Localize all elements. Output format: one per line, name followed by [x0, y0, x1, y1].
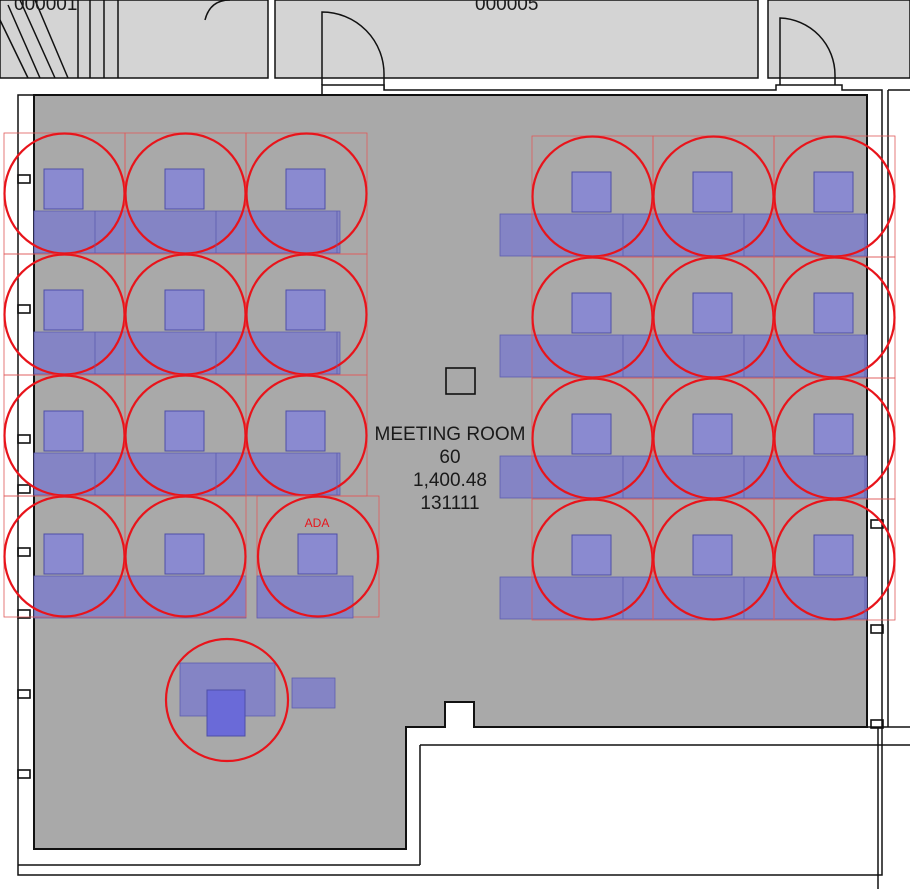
chair	[813, 413, 854, 455]
room-number: 131111	[420, 493, 479, 514]
door-swing-icon	[779, 17, 836, 85]
chair	[43, 289, 84, 331]
chair	[164, 410, 205, 452]
chair	[813, 171, 854, 213]
desk-row	[33, 331, 341, 375]
desk-row	[33, 452, 341, 496]
chair	[571, 534, 612, 576]
adjacent-room-right	[274, 0, 759, 79]
chair	[692, 171, 733, 213]
chair	[43, 533, 84, 575]
corridor-walls	[18, 89, 910, 889]
desk-row	[33, 210, 341, 254]
chair	[813, 292, 854, 334]
clearance-circle	[124, 495, 247, 618]
chair	[285, 168, 326, 210]
chair	[692, 413, 733, 455]
clearance-circle	[773, 498, 896, 621]
chair	[692, 534, 733, 576]
clearance-circle	[164, 637, 290, 763]
ada-label: ADA	[305, 516, 330, 530]
room-capacity: 60	[439, 447, 460, 468]
room-label: MEETING ROOM 60 1,400.48 131111	[375, 424, 526, 514]
door-swing-icon	[204, 0, 231, 21]
chair	[285, 410, 326, 452]
chair	[571, 292, 612, 334]
clearance-circle	[245, 374, 368, 497]
stair-icon	[0, 0, 119, 79]
chair	[813, 534, 854, 576]
adjacent-room-left-label: 000001	[14, 0, 77, 15]
chair	[164, 533, 205, 575]
presenter-station	[164, 637, 336, 763]
room-area: 1,400.48	[413, 470, 487, 491]
adjacent-rooms: 000001 000005	[0, 0, 910, 90]
adjacent-room-right-label: 000005	[475, 0, 538, 15]
chair	[285, 289, 326, 331]
adjacent-room-far-right	[767, 0, 910, 79]
chair	[571, 413, 612, 455]
chair	[692, 292, 733, 334]
window-mullions	[17, 174, 884, 779]
ada-chair	[297, 533, 338, 575]
adjacent-room-left	[0, 0, 269, 79]
side-table	[291, 677, 336, 709]
chair	[43, 168, 84, 210]
chair	[43, 410, 84, 452]
chair	[571, 171, 612, 213]
meeting-room-floor	[33, 94, 868, 850]
room-name: MEETING ROOM	[375, 424, 526, 445]
structural-column	[445, 367, 476, 395]
chair	[164, 168, 205, 210]
ada-clearance-circle	[256, 495, 380, 618]
seating-layout	[3, 132, 896, 621]
chair	[164, 289, 205, 331]
presenter-chair	[206, 689, 246, 737]
door-swing-icon	[321, 11, 385, 85]
